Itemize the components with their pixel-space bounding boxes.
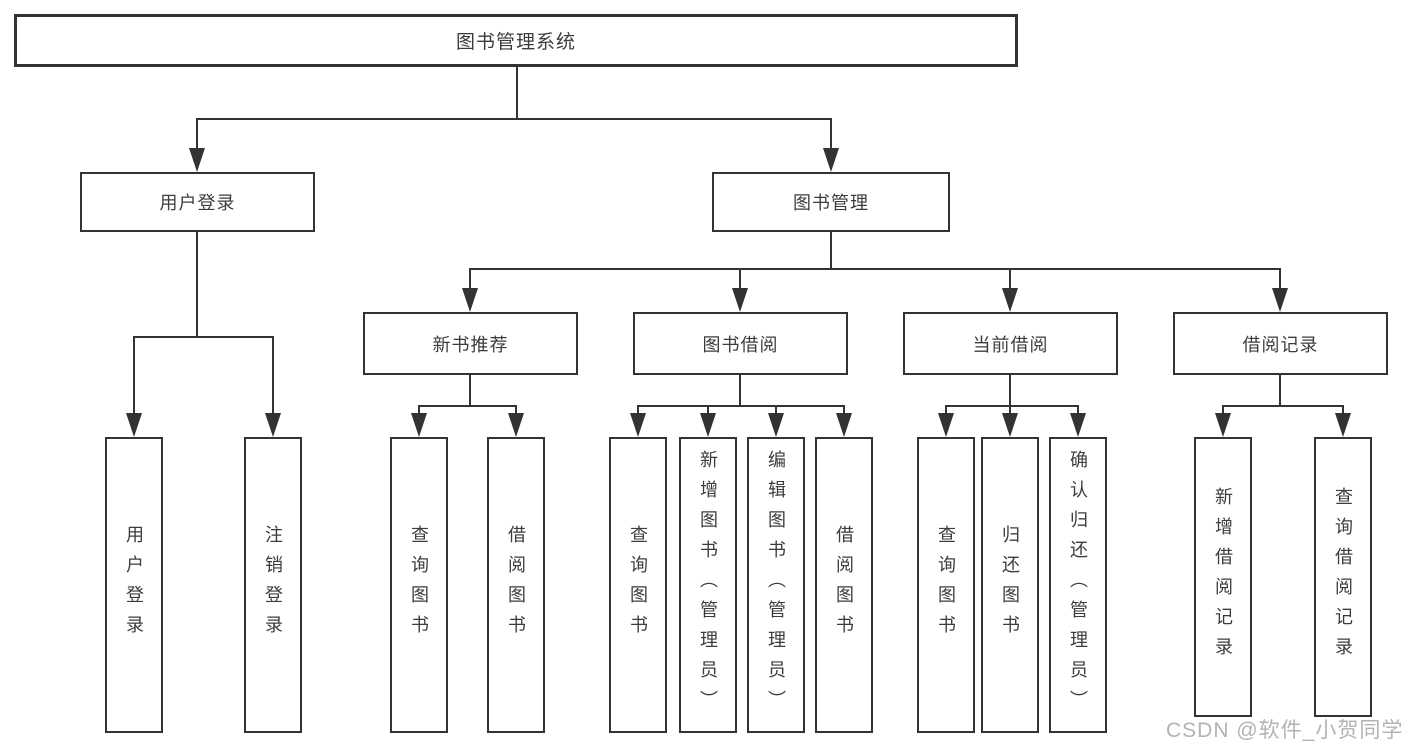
- connector-line: [1279, 268, 1281, 290]
- connector-line: [945, 405, 947, 415]
- node-label: 归还图书: [1000, 525, 1020, 645]
- arrow-down-icon: [411, 413, 427, 437]
- arrow-down-icon: [938, 413, 954, 437]
- connector-line: [945, 405, 1079, 407]
- node-label: 新书推荐: [432, 334, 509, 355]
- node-book-management: 图书管理: [712, 172, 950, 232]
- leaf-query-borrow-record: 查询借阅记录: [1314, 437, 1372, 717]
- leaf-add-books-admin: 新增图书（管理员）: [679, 437, 737, 733]
- connector-line: [1009, 268, 1011, 290]
- arrow-down-icon: [1070, 413, 1086, 437]
- arrow-down-icon: [508, 413, 524, 437]
- leaf-edit-books-admin: 编辑图书（管理员）: [747, 437, 805, 733]
- arrow-down-icon: [630, 413, 646, 437]
- connector-line: [196, 232, 198, 338]
- leaf-query-books-borrow: 查询图书: [609, 437, 667, 733]
- leaf-logout: 注销登录: [244, 437, 302, 733]
- arrow-down-icon: [1335, 413, 1351, 437]
- leaf-user-login: 用户登录: [105, 437, 163, 733]
- node-label: 新增借阅记录: [1213, 487, 1233, 667]
- node-label: 当前借阅: [972, 334, 1049, 355]
- leaf-borrow-books-recommend: 借阅图书: [487, 437, 545, 733]
- node-label: 查询图书: [409, 525, 429, 645]
- leaf-return-books: 归还图书: [981, 437, 1039, 733]
- connector-line: [196, 118, 832, 120]
- node-label: 确认归还（管理员）: [1068, 450, 1088, 720]
- csdn-watermark: CSDN @软件_小贺同学: [1166, 719, 1404, 742]
- connector-line: [1009, 405, 1011, 415]
- node-label: 借阅图书: [506, 525, 526, 645]
- leaf-add-borrow-record: 新增借阅记录: [1194, 437, 1252, 717]
- node-root-system: 图书管理系统: [14, 14, 1018, 67]
- connector-line: [515, 405, 517, 415]
- node-label: 借阅图书: [834, 525, 854, 645]
- leaf-query-books-current: 查询图书: [917, 437, 975, 733]
- node-label: 图书管理: [793, 193, 869, 213]
- connector-line: [830, 118, 832, 148]
- leaf-borrow-books: 借阅图书: [815, 437, 873, 733]
- connector-line: [775, 405, 777, 415]
- node-label: 用户登录: [124, 525, 144, 645]
- arrow-down-icon: [265, 413, 281, 437]
- connector-line: [739, 268, 741, 290]
- node-label: 编辑图书（管理员）: [766, 450, 786, 720]
- arrow-down-icon: [768, 413, 784, 437]
- arrow-down-icon: [462, 288, 478, 312]
- node-label: 用户登录: [159, 193, 236, 213]
- connector-line: [133, 336, 274, 338]
- connector-line: [469, 268, 471, 290]
- node-label: 查询图书: [628, 525, 648, 645]
- connector-line: [418, 405, 517, 407]
- connector-line: [469, 375, 471, 407]
- connector-line: [1009, 375, 1011, 407]
- node-label: 注销登录: [263, 525, 283, 645]
- node-book-borrowing: 图书借阅: [633, 312, 848, 375]
- connector-line: [196, 118, 198, 148]
- arrow-down-icon: [1215, 413, 1231, 437]
- arrow-down-icon: [1002, 413, 1018, 437]
- connector-line: [1222, 405, 1224, 415]
- node-label: 借阅记录: [1242, 334, 1319, 355]
- node-user-login: 用户登录: [80, 172, 315, 232]
- node-label: 新增图书（管理员）: [698, 450, 718, 720]
- node-new-book-recommend: 新书推荐: [363, 312, 578, 375]
- node-label: 查询借阅记录: [1333, 487, 1353, 667]
- connector-line: [637, 405, 639, 415]
- connector-line: [469, 268, 1281, 270]
- connector-line: [418, 405, 420, 415]
- connector-line: [133, 336, 135, 414]
- arrow-down-icon: [823, 148, 839, 172]
- connector-line: [1279, 375, 1281, 407]
- node-label: 图书借阅: [702, 334, 779, 355]
- leaf-confirm-return-admin: 确认归还（管理员）: [1049, 437, 1107, 733]
- connector-line: [1342, 405, 1344, 415]
- connector-line: [707, 405, 709, 415]
- node-label: 图书管理系统: [455, 32, 576, 53]
- connector-line: [843, 405, 845, 415]
- connector-line: [516, 67, 518, 119]
- arrow-down-icon: [1272, 288, 1288, 312]
- arrow-down-icon: [836, 413, 852, 437]
- connector-line: [830, 232, 832, 270]
- node-borrow-records: 借阅记录: [1173, 312, 1388, 375]
- connector-line: [739, 375, 741, 407]
- node-current-borrowing: 当前借阅: [903, 312, 1118, 375]
- arrow-down-icon: [126, 413, 142, 437]
- connector-line: [1077, 405, 1079, 415]
- arrow-down-icon: [732, 288, 748, 312]
- leaf-query-books-recommend: 查询图书: [390, 437, 448, 733]
- arrow-down-icon: [1002, 288, 1018, 312]
- connector-line: [1222, 405, 1344, 407]
- connector-line: [637, 405, 845, 407]
- node-label: 查询图书: [936, 525, 956, 645]
- connector-line: [272, 336, 274, 414]
- arrow-down-icon: [700, 413, 716, 437]
- arrow-down-icon: [189, 148, 205, 172]
